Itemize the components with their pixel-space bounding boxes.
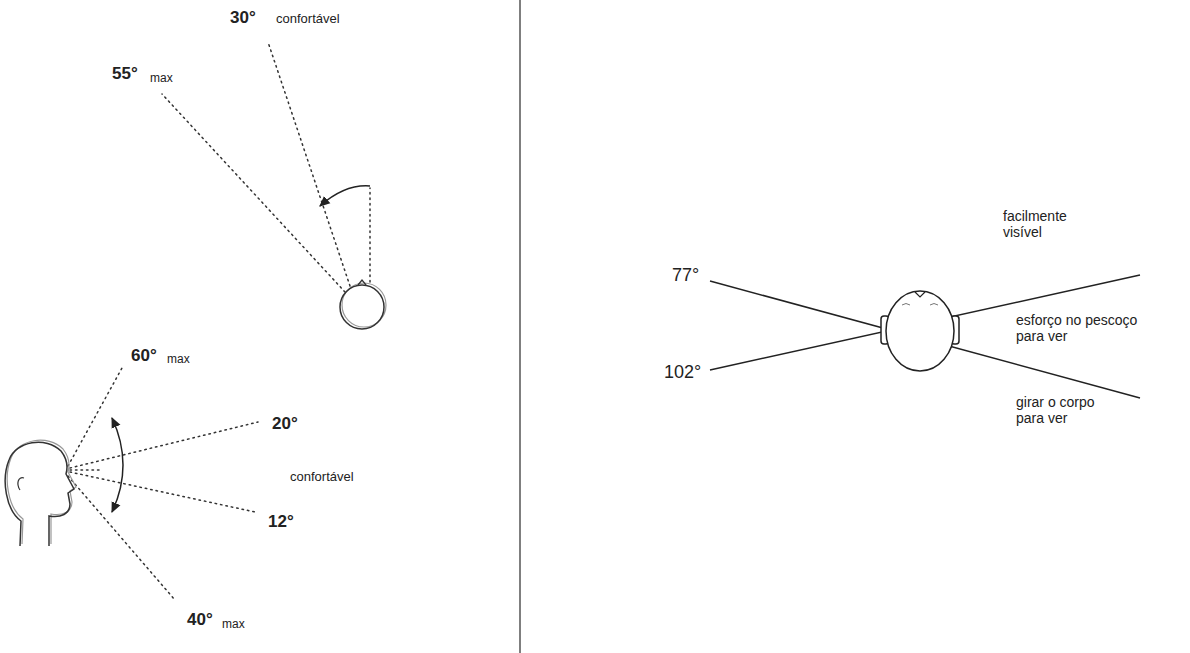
sight-line	[162, 94, 345, 292]
sight-line	[369, 188, 371, 282]
angle-label: 60°	[131, 346, 157, 366]
sight-line	[68, 476, 175, 600]
sight-line	[70, 422, 258, 468]
nose-mark	[358, 280, 366, 285]
sight-line	[70, 469, 102, 471]
sight-lines	[68, 368, 258, 600]
head-profile	[5, 442, 74, 546]
sight-lines	[162, 42, 370, 292]
angle-label: 12°	[268, 512, 294, 532]
zone-note: esforço no pescoço para ver	[1016, 312, 1166, 344]
angle-label: 20°	[272, 414, 298, 434]
zone-line	[710, 281, 1140, 398]
angle-label: 40°	[187, 610, 213, 630]
rotation-arrow	[320, 186, 370, 206]
limit-note: max	[150, 72, 173, 86]
angle-label: 55°	[112, 64, 138, 84]
head-outline	[340, 285, 384, 329]
angle-label: 102°	[664, 362, 701, 383]
sight-line	[68, 368, 122, 466]
tilt-arrow	[112, 418, 123, 512]
zone-note: facilmente visível	[1003, 208, 1088, 240]
ear-mark	[18, 478, 24, 490]
zone-note: confortável	[276, 12, 340, 27]
zone-note: confortável	[290, 470, 354, 485]
eye-marks	[902, 304, 938, 306]
sight-line	[70, 472, 255, 512]
angle-label: 77°	[672, 265, 699, 286]
angle-label: 30°	[230, 8, 256, 28]
divider-line	[519, 0, 521, 653]
head-profile	[7, 440, 76, 544]
zone-note: girar o corpo para ver	[1016, 394, 1111, 426]
nose-mark	[915, 292, 925, 297]
limit-note: max	[222, 618, 245, 632]
sight-line	[268, 42, 350, 286]
head-outline	[886, 291, 954, 371]
limit-note: max	[167, 353, 190, 367]
